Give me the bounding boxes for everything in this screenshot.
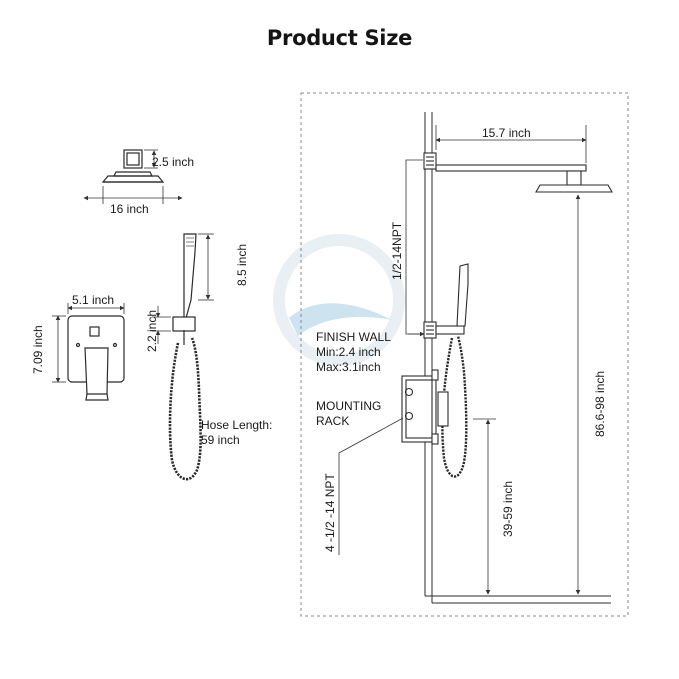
right-dimensions [338,125,587,595]
hose-length-label: Hose Length: [201,418,272,432]
holder-height-label: 2.2 inch [145,310,159,352]
finish-wall-min: Min:2.4 inch [316,345,381,359]
hose-length-value: 59 inch [201,433,240,447]
arm-length-label: 15.7 inch [482,126,531,140]
finish-wall-max: Max:3.1inch [316,360,381,374]
hand-shower-dimensions [152,233,214,344]
npt-bottom-label: 4 -1/2 -14 NPT [323,473,337,552]
page-title: Product Size [266,26,413,50]
finish-wall-label: FINISH WALL [316,330,391,344]
right-panel-frame [300,92,629,617]
mounting-rack-label-2: RACK [316,414,349,428]
showerhead-width-label: 16 inch [110,202,149,216]
valve-height-label: 7.09 inch [31,325,45,374]
hand-shower-drawing [168,233,202,481]
valve-height-range-label: 39-59 inch [501,481,515,537]
valve-plate-drawing [67,315,125,401]
shower-arm-drawing [423,152,613,193]
npt-top-label: 1/2-14NPT [390,221,404,280]
total-height-label: 86.6-98 inch [593,371,607,437]
showerhead-drawing [101,149,165,183]
wall-hand-shower-drawing [423,263,469,478]
valve-width-label: 5.1 inch [72,293,114,307]
valve-plate-dimensions [52,303,125,383]
watermark-logo [273,234,405,366]
mounting-rack-drawing [401,369,449,445]
showerhead-height-label: 2.5 inch [152,155,194,169]
handheld-length-label: 8.5 inch [235,244,249,286]
wall-lines [424,112,611,604]
showerhead-dimensions [83,149,183,204]
mounting-rack-label-1: MOUNTING [316,399,381,413]
